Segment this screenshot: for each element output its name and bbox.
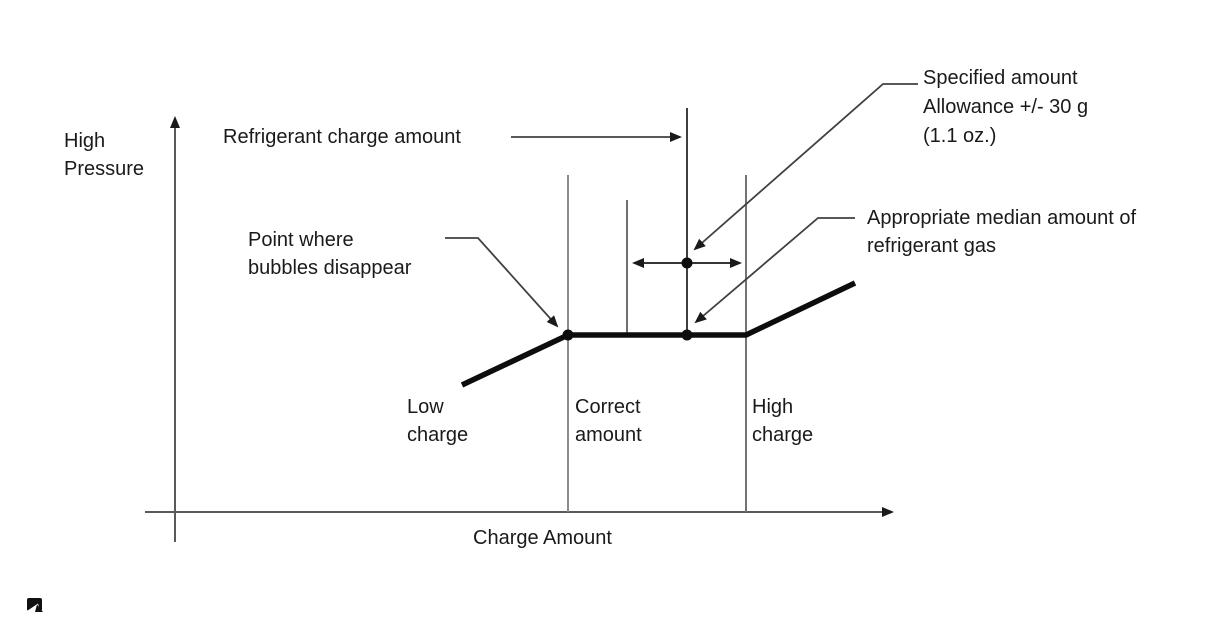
low-charge-line2: charge — [407, 424, 469, 446]
specified-amount-label: Specified amount Allowance +/- 30 g (1.1… — [923, 64, 1088, 151]
appropriate-median-line2: refrigerant gas — [867, 235, 996, 257]
region-label-correct-amount: Correct amount — [575, 393, 642, 449]
bubbles-disappear-point-dot — [562, 329, 574, 341]
appropriate-median-label: Appropriate median amount of refrigerant… — [867, 204, 1136, 260]
appropriate-median-line1: Appropriate median amount of — [867, 207, 1137, 229]
refrigerant-charge-label-text: Refrigerant charge amount — [223, 126, 461, 148]
median-amount-point-dot — [681, 329, 693, 341]
video-icon-glyph — [27, 598, 43, 612]
specified-amount-point-dot — [681, 257, 693, 269]
bubbles-point-label: Point where bubbles disappear — [248, 226, 411, 282]
y-axis-label-line2: Pressure — [64, 158, 145, 180]
specified-amount-line3: (1.1 oz.) — [923, 125, 997, 147]
y-axis-label-line1: High — [64, 130, 106, 152]
y-axis-label: High Pressure — [64, 127, 144, 183]
low-charge-line1: Low — [407, 396, 444, 418]
specified-amount-leader-arrow — [693, 83, 918, 251]
bubbles-point-line1: Point where — [248, 229, 354, 251]
bubbles-point-line2: bubbles disappear — [248, 257, 412, 279]
x-axis-label: Charge Amount — [473, 524, 612, 552]
bubbles-point-leader-arrow — [445, 237, 559, 328]
high-charge-line2: charge — [752, 424, 814, 446]
refrigerant-charge-label: Refrigerant charge amount — [223, 123, 461, 151]
specified-amount-line2: Allowance +/- 30 g — [923, 96, 1089, 118]
region-label-low-charge: Low charge — [407, 393, 468, 449]
correct-amount-line2: amount — [575, 424, 642, 446]
video-icon[interactable] — [26, 596, 46, 616]
pressure-curve — [460, 280, 857, 388]
region-label-high-charge: High charge — [752, 393, 813, 449]
high-charge-line1: High — [752, 396, 794, 418]
x-axis-label-text: Charge Amount — [473, 527, 612, 549]
correct-amount-line1: Correct — [575, 396, 641, 418]
appropriate-median-leader-arrow — [694, 217, 855, 324]
specified-amount-line1: Specified amount — [923, 67, 1078, 89]
